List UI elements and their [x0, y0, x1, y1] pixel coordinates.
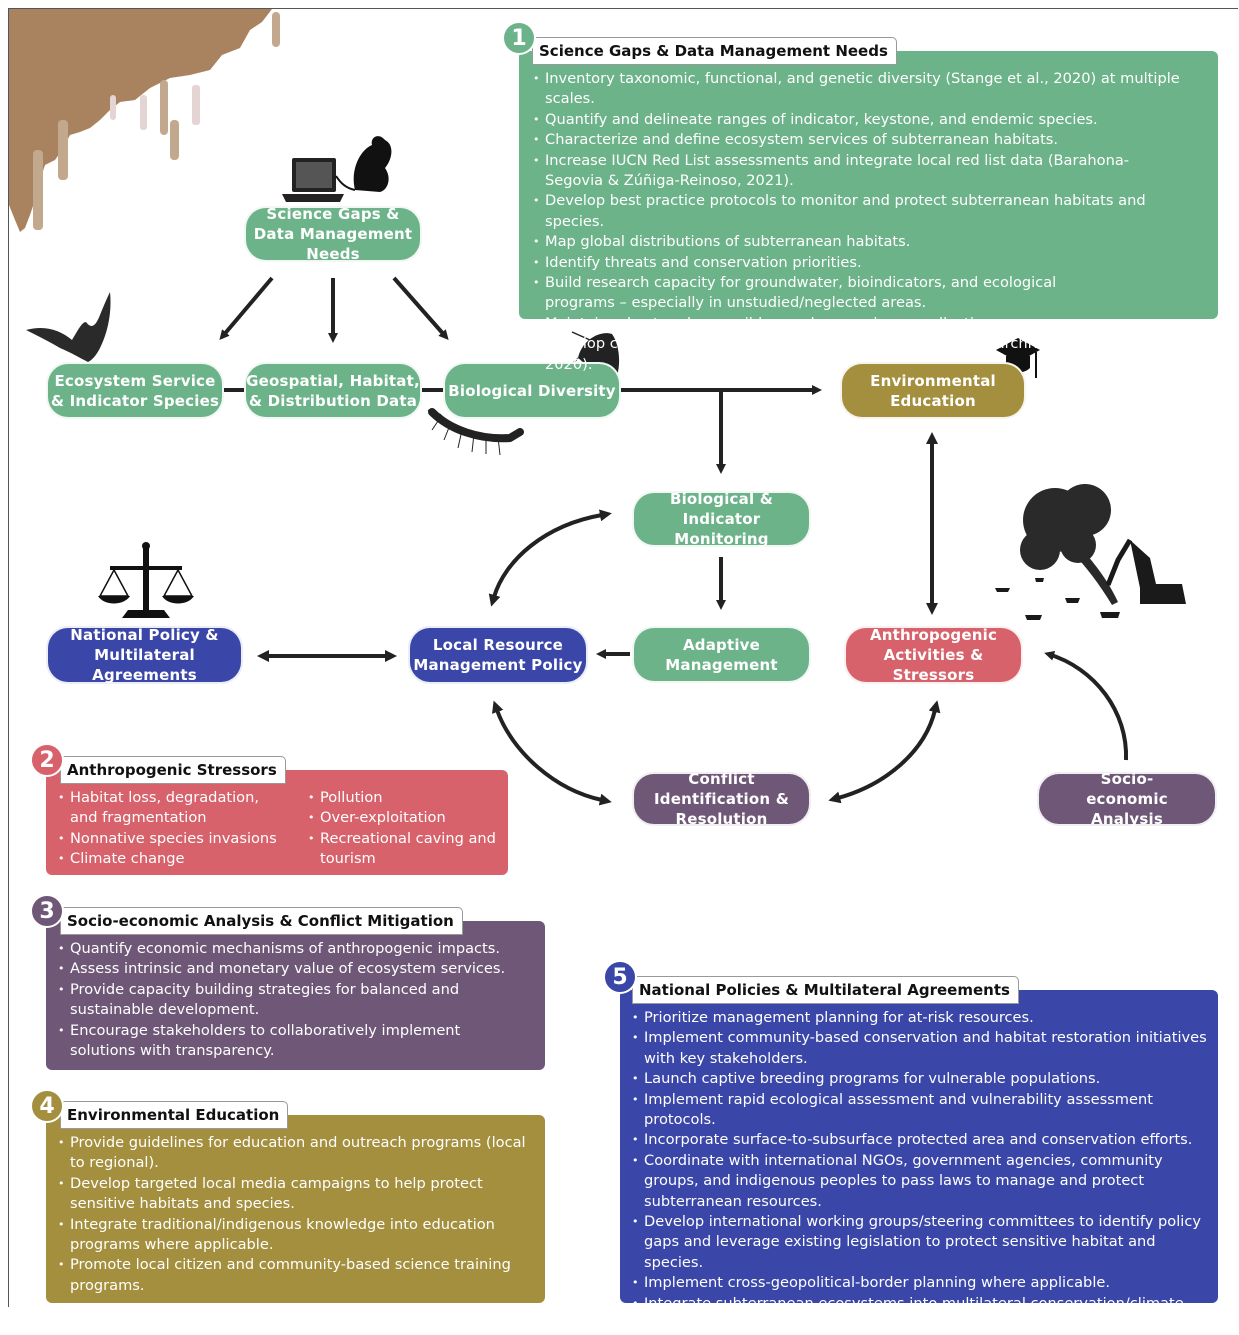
rodent-icon	[335, 136, 392, 192]
node-socio-economic-analysis-label: Socio-economic Analysis	[1086, 770, 1168, 828]
node-national-policy: National Policy & Multilateral Agreement…	[46, 626, 243, 684]
panel-environmental-education-title: Environmental Education	[60, 1101, 289, 1129]
node-anthropogenic-activities: Anthropogenic Activities & Stressors	[844, 626, 1023, 684]
panel-1-badge: 1	[502, 21, 536, 55]
panel-stressors-list-right: Pollution Over-exploitation Recreational…	[306, 788, 496, 875]
list-item: Provide guidelines for education and out…	[56, 1133, 535, 1174]
millipede-icon	[427, 408, 524, 456]
list-item: Quantify economic mechanisms of anthropo…	[56, 939, 529, 960]
list-item: Implement cross-geopolitical-border plan…	[630, 1273, 1208, 1294]
panel-environmental-education-list: Provide guidelines for education and out…	[56, 1133, 535, 1296]
cave-stalactite-icon	[9, 9, 280, 232]
node-anthropogenic-activities-label: Anthropogenic Activities & Stressors	[869, 626, 998, 684]
list-item: Climate change	[56, 849, 306, 870]
node-adaptive-management-label: Adaptive Management	[665, 635, 778, 674]
node-adaptive-management: Adaptive Management	[632, 626, 811, 683]
panel-socio-economic: Quantify economic mechanisms of anthropo…	[46, 921, 545, 1070]
list-item: Characterize and define ecosystem servic…	[531, 130, 1198, 151]
panel-5-badge: 5	[603, 960, 637, 994]
list-item: Recreational caving and tourism	[306, 829, 496, 870]
list-item: Prioritize management planning for at-ri…	[630, 1008, 1208, 1029]
list-item: Nonnative species invasions	[56, 829, 306, 850]
list-item: Integrate subterranean ecosystems into m…	[630, 1294, 1208, 1335]
node-environmental-education-label: Environmental Education	[870, 371, 996, 410]
node-conflict-identification-label: Conflict Identification & Resolution	[654, 770, 789, 828]
node-science-gaps-label: Science Gaps & Data Management Needs	[253, 205, 413, 263]
list-item: Maintain robust and accessible voucher s…	[531, 314, 1198, 335]
list-item: Promote local citizen and community-base…	[56, 1255, 535, 1296]
list-item: Implement rapid ecological assessment an…	[630, 1090, 1208, 1131]
panel-science-gaps: Inventory taxonomic, functional, and gen…	[519, 51, 1218, 373]
figure-frame	[8, 8, 1238, 1307]
panel-4-badge: 4	[30, 1089, 64, 1123]
node-socio-economic-analysis: Socio-economic Analysis	[1037, 770, 1217, 828]
panel-science-gaps-title: Science Gaps & Data Management Needs	[532, 37, 897, 65]
node-local-resource-policy: Local Resource Management Policy	[408, 626, 588, 684]
panel-national-policies-list: Prioritize management planning for at-ri…	[630, 1008, 1208, 1335]
list-item: Develop international working groups/ste…	[630, 1212, 1208, 1273]
list-item: Pollution	[306, 788, 496, 809]
list-item: Inventory taxonomic, functional, and gen…	[531, 69, 1198, 110]
panel-socio-economic-title: Socio-economic Analysis & Conflict Mitig…	[60, 907, 463, 935]
list-item: Develop compatible, web-based global dat…	[531, 334, 1198, 375]
panel-3-badge: 3	[30, 894, 64, 928]
list-item: Develop best practice protocols to monit…	[531, 191, 1198, 232]
node-ecosystem-service: Ecosystem Service & Indicator Species	[46, 362, 224, 419]
node-conflict-identification: Conflict Identification & Resolution	[632, 770, 811, 828]
panel-anthropogenic-stressors-title: Anthropogenic Stressors	[60, 756, 286, 784]
panel-science-gaps-list: Inventory taxonomic, functional, and gen…	[531, 69, 1198, 375]
list-item: Quantify and delineate ranges of indicat…	[531, 110, 1198, 131]
node-science-gaps: Science Gaps & Data Management Needs	[244, 205, 422, 263]
list-item: Habitat loss, degradation, and fragmenta…	[56, 788, 306, 829]
list-item: Over-exploitation	[306, 808, 496, 829]
list-item: Coordinate with international NGOs, gove…	[630, 1151, 1208, 1212]
list-item: Increase IUCN Red List assessments and i…	[531, 151, 1198, 192]
node-biological-diversity-label: Biological Diversity	[448, 381, 616, 400]
list-item: Map global distributions of subterranean…	[531, 232, 1198, 253]
node-ecosystem-service-label: Ecosystem Service & Indicator Species	[50, 371, 220, 410]
laptop-icon	[282, 158, 344, 202]
panel-national-policies-title: National Policies & Multilateral Agreeme…	[632, 976, 1019, 1004]
panel-socio-economic-list: Quantify economic mechanisms of anthropo…	[56, 939, 529, 1061]
node-geospatial-label: Geospatial, Habitat, & Distribution Data	[246, 371, 420, 410]
tree-excavator-icon	[995, 484, 1186, 620]
list-item: Assess intrinsic and monetary value of e…	[56, 959, 529, 980]
panel-2-badge: 2	[30, 743, 64, 777]
node-geospatial: Geospatial, Habitat, & Distribution Data	[244, 362, 422, 419]
list-item: Incorporate surface-to-subsurface protec…	[630, 1130, 1208, 1151]
list-item: Implement community-based conservation a…	[630, 1028, 1208, 1069]
node-local-resource-policy-label: Local Resource Management Policy	[413, 636, 583, 674]
list-item: Build research capacity for groundwater,…	[531, 273, 1198, 314]
panel-anthropogenic-stressors: Habitat loss, degradation, and fragmenta…	[46, 770, 508, 875]
bat-icon	[26, 292, 111, 362]
panel-stressors-list-left: Habitat loss, degradation, and fragmenta…	[56, 788, 306, 875]
node-biological-monitoring-label: Biological & Indicator Monitoring	[669, 490, 774, 548]
panel-environmental-education: Provide guidelines for education and out…	[46, 1115, 545, 1303]
list-item: Provide capacity building strategies for…	[56, 980, 529, 1021]
panel-national-policies: Prioritize management planning for at-ri…	[620, 990, 1218, 1332]
node-biological-monitoring: Biological & Indicator Monitoring	[632, 490, 811, 548]
list-item: Develop targeted local media campaigns t…	[56, 1174, 535, 1215]
node-national-policy-label: National Policy & Multilateral Agreement…	[70, 626, 219, 684]
list-item: Integrate traditional/indigenous knowled…	[56, 1215, 535, 1256]
list-item: Encourage stakeholders to collaborativel…	[56, 1021, 529, 1062]
scales-icon	[98, 542, 194, 618]
list-item: Identify threats and conservation priori…	[531, 253, 1198, 274]
list-item: Launch captive breeding programs for vul…	[630, 1069, 1208, 1090]
